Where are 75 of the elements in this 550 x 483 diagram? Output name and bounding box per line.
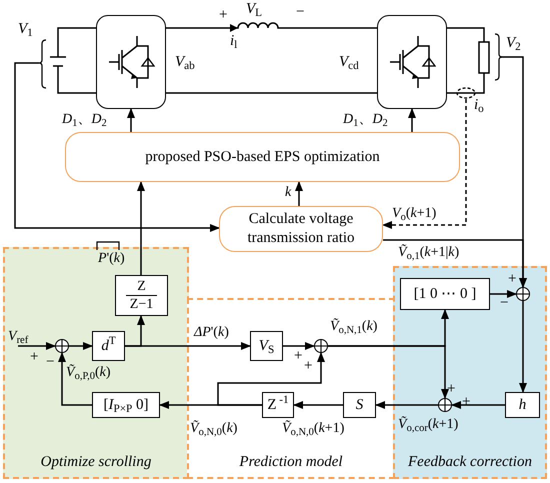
transfer-block: Z $^{-1}$ bbox=[262, 392, 294, 418]
edge-label: Ṽ$_{o,1}$(k+1|k) bbox=[398, 244, 460, 262]
transfer-block: V$_{S}$ bbox=[250, 331, 283, 361]
arrow bbox=[58, 352, 92, 406]
summing-junction bbox=[516, 287, 530, 301]
edge-label: P'(k) bbox=[98, 250, 125, 268]
arrow bbox=[519, 301, 527, 393]
arrow bbox=[375, 401, 438, 409]
fraction-term: Z−1 bbox=[126, 295, 158, 314]
arrow bbox=[295, 181, 303, 206]
arrow bbox=[125, 342, 251, 350]
arrow bbox=[328, 345, 449, 399]
transfer-block: S bbox=[343, 392, 376, 418]
signal-label: + bbox=[304, 357, 312, 376]
fraction-term: Z bbox=[136, 278, 147, 295]
signal-label: − bbox=[46, 353, 54, 372]
signal-label: + bbox=[508, 270, 516, 289]
voltage-label: V$_{1}$ bbox=[18, 20, 33, 39]
edge-label: D$_{1}$、D$_{2}$ bbox=[62, 111, 107, 128]
arrow bbox=[283, 342, 315, 350]
summing-junction bbox=[314, 339, 328, 353]
arrow bbox=[490, 290, 517, 298]
arrow bbox=[217, 352, 325, 406]
process-box bbox=[219, 206, 383, 252]
process-text: Calculate voltage transmission ratio bbox=[246, 210, 356, 248]
edge-label: Ṽ$_{o,cor}$(k+1) bbox=[398, 416, 458, 434]
process-box bbox=[65, 132, 460, 182]
signal-label: V$_{L}$ bbox=[246, 0, 262, 19]
transfer-block: [I$_{P×P}$ 0] bbox=[92, 392, 160, 418]
summing-junction bbox=[55, 339, 69, 353]
arrow bbox=[293, 401, 343, 409]
region-title: Feedback correction bbox=[407, 452, 533, 472]
signal-label: + bbox=[294, 347, 302, 366]
signal-label: i$_{o}$ bbox=[474, 96, 484, 115]
signal-label: − bbox=[296, 3, 304, 22]
transfer-block: d$^{T}$ bbox=[92, 331, 125, 361]
edge-label: D$_{1}$、D$_{2}$ bbox=[343, 111, 388, 128]
process-text: proposed PSO-based EPS optimization bbox=[145, 148, 380, 166]
region-panel bbox=[393, 266, 547, 479]
signal-label: + bbox=[462, 393, 470, 412]
edge-label: Ṽ$_{o,P,0}$(k) bbox=[66, 364, 111, 382]
edge-label: V$_{ref}$ bbox=[8, 328, 28, 346]
edge-label: Ṽ$_{o,N,0}$(k+1) bbox=[282, 420, 344, 438]
transfer-block: [1 0 ⋯ 0 ] bbox=[400, 278, 490, 310]
signal-label: + bbox=[219, 6, 228, 25]
signal-label: i$_{l}$ bbox=[230, 32, 238, 51]
edge-label: ΔP'(k) bbox=[194, 324, 229, 342]
arrow bbox=[127, 108, 135, 132]
wire bbox=[166, 92, 377, 94]
voltage-label: V$_{ab}$ bbox=[175, 53, 195, 74]
edge-label: k bbox=[285, 184, 292, 202]
edge-label: V$_{o}$(k+1) bbox=[392, 205, 436, 222]
region-panel bbox=[187, 298, 395, 479]
transfer-block bbox=[115, 275, 168, 316]
signal-label: + bbox=[447, 380, 456, 399]
arrow bbox=[69, 342, 93, 350]
signal-label: + bbox=[30, 348, 38, 367]
edge-label: Ṽ$_{o,N,1}$(k) bbox=[330, 318, 378, 336]
signal-label: − bbox=[500, 294, 508, 313]
arrow bbox=[14, 62, 220, 232]
arrow bbox=[501, 56, 527, 288]
voltage-label: V$_{2}$ bbox=[506, 34, 521, 53]
arrow bbox=[382, 99, 467, 229]
arrow bbox=[408, 108, 416, 132]
inductor-wire bbox=[166, 22, 377, 32]
voltage-label: V$_{cd}$ bbox=[339, 53, 359, 74]
transfer-block: h bbox=[505, 392, 540, 418]
arrow bbox=[137, 181, 145, 275]
edge-label: Ṽ$_{o,N,0}$(k) bbox=[190, 420, 238, 438]
region-title: Prediction model bbox=[238, 452, 344, 472]
region-title: Optimize scrolling bbox=[40, 452, 152, 472]
region-panel bbox=[3, 247, 189, 479]
arrow bbox=[451, 401, 505, 409]
arrow bbox=[18, 342, 56, 350]
summing-junction bbox=[438, 398, 452, 412]
